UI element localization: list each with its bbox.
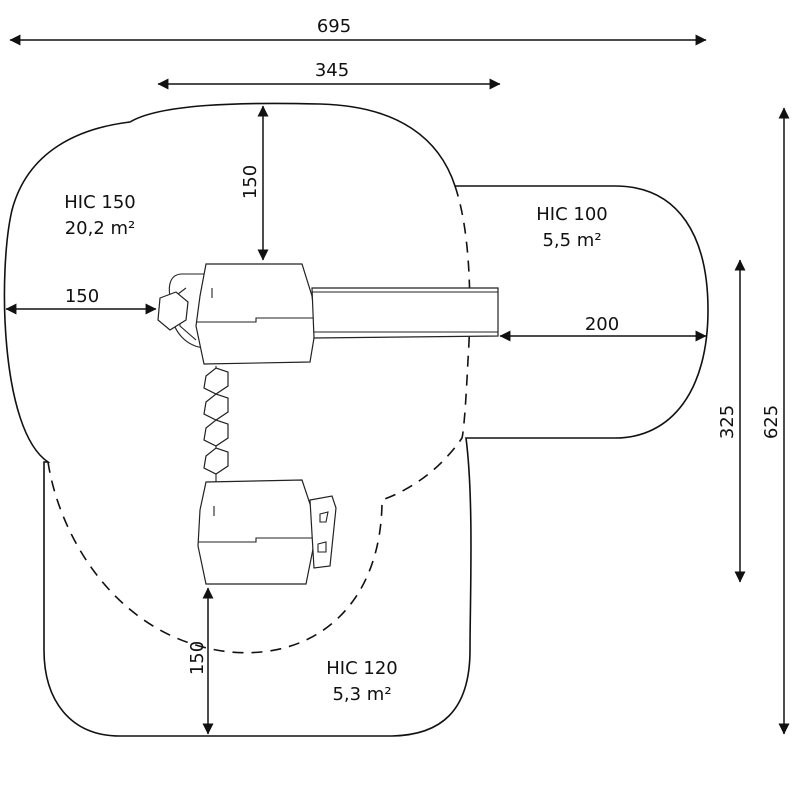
zone-hic150-area: 20,2 m² [65, 218, 136, 239]
stepping-pods [203, 367, 229, 475]
lower-tower [197, 479, 315, 585]
dim-total-depth: 625 [761, 405, 782, 439]
dim-top-clearance: 150 [240, 165, 261, 199]
hic100-zone-dashed-boundary [381, 185, 471, 501]
dimension-lines [5, 34, 790, 735]
equipment [157, 263, 499, 585]
zone-labels: HIC 150 20,2 m² HIC 100 5,5 m² HIC 120 5… [64, 192, 608, 705]
dimension-labels: 695 345 150 150 200 150 325 625 [65, 16, 782, 675]
upper-tower [195, 263, 317, 365]
safety-zone-outline [3, 102, 709, 737]
dim-slide-depth: 325 [717, 405, 738, 439]
entry-step [157, 291, 189, 331]
zone-hic100-area: 5,5 m² [542, 230, 601, 251]
hic150-zone-boundary [3, 102, 709, 737]
zone-hic100-label: HIC 100 [536, 204, 608, 225]
hic120-zone-dashed-boundary [47, 461, 383, 654]
zone-hic150-label: HIC 150 [64, 192, 136, 213]
zone-hic120-label: HIC 120 [326, 658, 398, 679]
dim-left-clearance: 150 [65, 286, 99, 307]
dim-total-width: 695 [317, 16, 351, 37]
zone-hic120-area: 5,3 m² [332, 684, 391, 705]
dim-slide-clearance: 200 [585, 314, 619, 335]
slide [311, 287, 499, 339]
dim-bottom-clearance: 150 [187, 641, 208, 675]
dim-tower-width: 345 [315, 60, 349, 81]
climbing-wall [309, 495, 337, 569]
